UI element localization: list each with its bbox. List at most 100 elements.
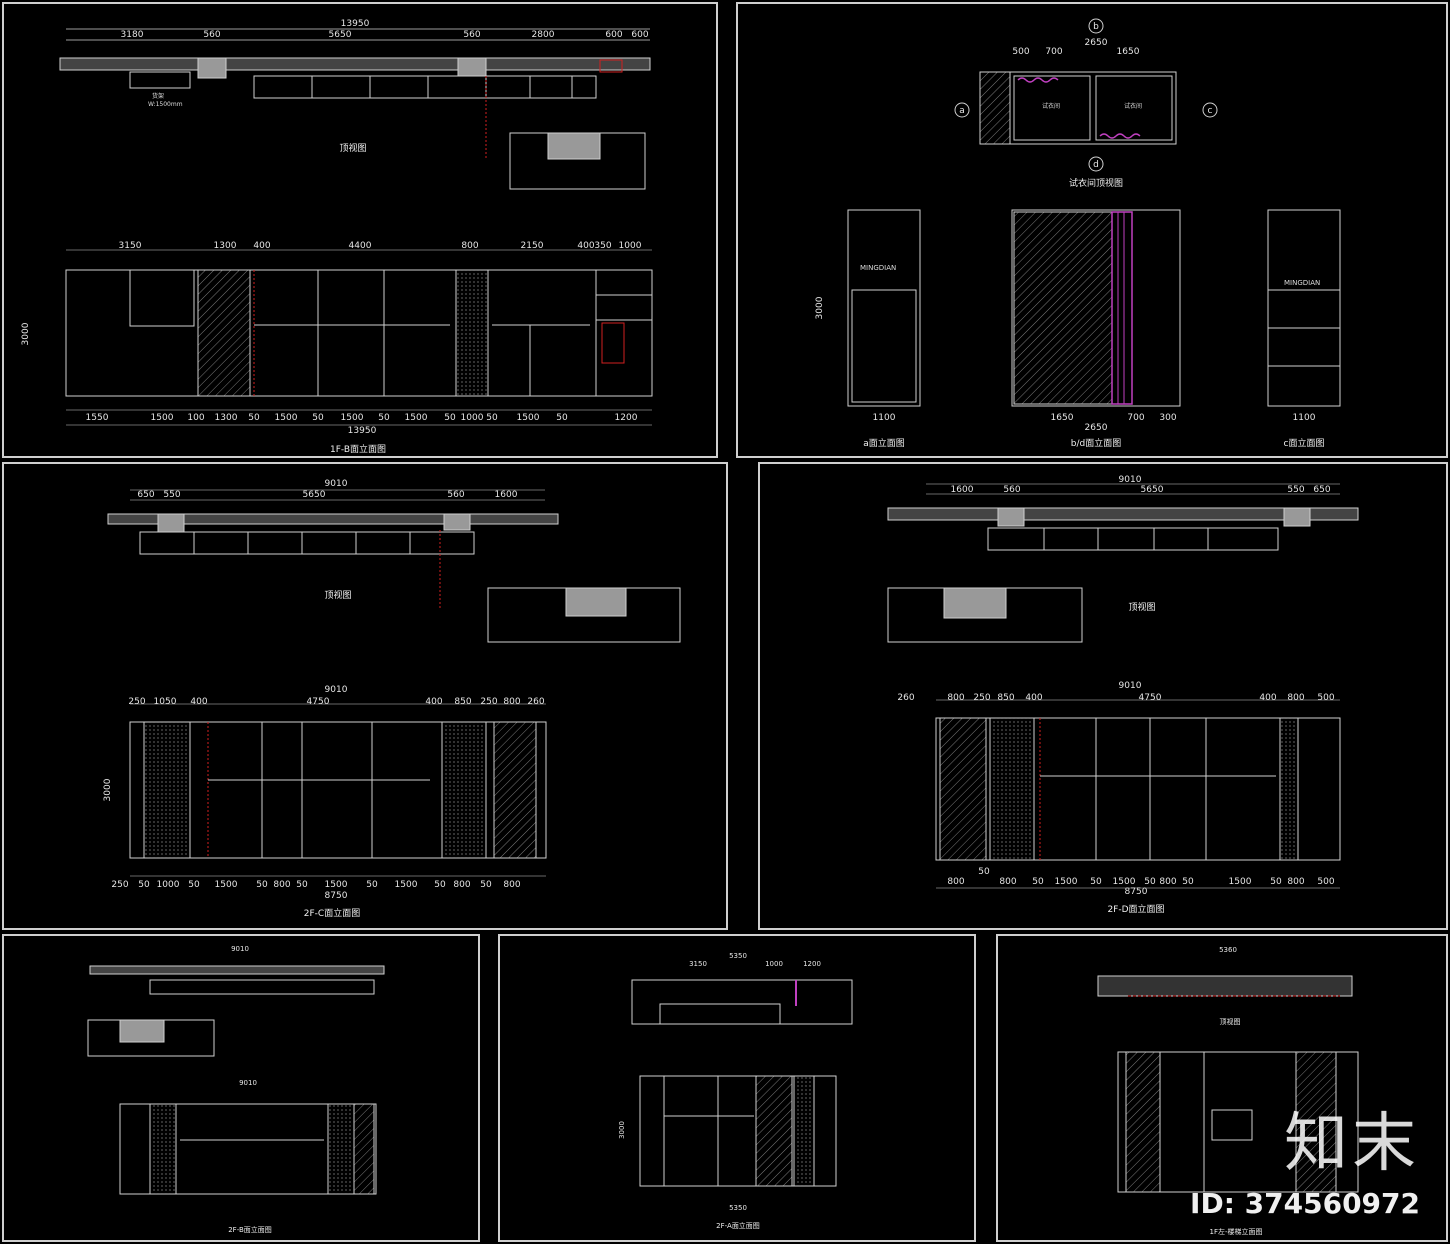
panel-bottom-left [2,934,480,1242]
tl-elev-dim-b: 1500 [341,413,364,423]
ml-elev-dim: 250 [480,697,497,707]
ml-elev-dim-b: 50 [296,880,308,890]
mr-elev-dim-b: 50 [1270,877,1282,887]
tr-marker: c [1208,106,1213,116]
tr-elev-bd-dim: 700 [1127,413,1144,423]
panel-top-right [736,2,1448,458]
mr-plan-dim: 650 [1313,485,1330,495]
tl-elev-dim-b: 50 [248,413,260,423]
br-plan-total: 5360 [1219,946,1237,954]
br-drawing [1097,975,1359,1193]
mr-plan-dim: 560 [1003,485,1020,495]
tr-marker: a [959,106,965,116]
tr-elev-bd-dim: 300 [1159,413,1176,423]
tl-plan-dim: 600 [605,30,622,40]
panel-mid-right [758,462,1448,930]
tr-elev-bd-total: 2650 [1085,423,1108,433]
tl-plan-sub: 货架 [152,92,164,100]
tl-elev-dim: 1300 [214,241,237,251]
ml-elev-dim-b: 250 [111,880,128,890]
ml-elev-dim-b: 800 [453,880,470,890]
bm-plan-total: 5350 [729,952,747,960]
watermark-id: ID: 374560972 [1190,1187,1420,1220]
tr-plan-caption: 试衣间顶视图 [1069,177,1123,189]
mr-elev-dim-b: 1500 [1055,877,1078,887]
ml-elev-height: 3000 [103,778,113,801]
tr-elev-labels: MINGDIAN MINGDIAN 1100 3000 a面立面图 1650 7… [815,264,1324,449]
ml-elev-dim: 800 [503,697,520,707]
tr-marker: b [1093,22,1099,32]
tl-elev-caption: 1F-B面立面图 [330,443,386,455]
tl-elev-dim-b: 100 [187,413,204,423]
tr-elev-a-caption: a面立面图 [863,437,905,449]
tl-elev-dim-b: 50 [444,413,456,423]
tl-elev-dim-b: 1000 [461,413,484,423]
bm-elev-height: 3000 [618,1121,626,1139]
mr-elev-dim: 800 [947,693,964,703]
tl-elev-dim: 400 [253,241,270,251]
mr-elev-dim: 500 [1317,693,1334,703]
tl-plan-dim: 5650 [329,30,352,40]
tl-elev-height: 3000 [21,322,31,345]
ml-elev-dim: 4750 [307,697,330,707]
tl-elev-dim: 1000 [619,241,642,251]
tl-plan-caption: 顶视图 [339,142,366,154]
tr-plan-labels: 2650 500 700 1650 b d a c 试衣间 试衣间 试衣间顶视图 [959,22,1212,189]
ml-plan-dim: 550 [163,490,180,500]
ml-elev-dim-b: 50 [188,880,200,890]
bm-plan-dim: 3150 [689,960,707,968]
bl-labels: 9010 9010 2F-B面立面图 [228,945,272,1234]
mr-elev-dim: 250 [973,693,990,703]
tl-plan-dim: 600 [631,30,648,40]
mr-elev-caption: 2F-D面立面图 [1107,903,1164,915]
mr-elev-dim: 400 [1259,693,1276,703]
panel-bottom-mid [498,934,976,1242]
mr-plan-dim: 1600 [951,485,974,495]
mr-elev-dim-b: 800 [1287,877,1304,887]
tl-elev-dim-b: 1200 [615,413,638,423]
tr-elev-c-width: 1100 [1293,413,1316,423]
tl-elev-dim-b: 1500 [517,413,540,423]
tr-elevations [847,209,1341,407]
mr-elev-dim: 4750 [1139,693,1162,703]
mr-elev-dim-b: 50 [978,867,990,877]
mr-elev-dim-b: 800 [947,877,964,887]
mr-elev-dim-b: 500 [1317,877,1334,887]
tl-elevation [65,249,653,426]
tr-marker: d [1093,160,1099,170]
mr-elev-dim-b: 50 [1032,877,1044,887]
ml-plan-dim: 5650 [303,490,326,500]
tl-elev-dim: 4400 [349,241,372,251]
bl-elev-caption: 2F-B面立面图 [228,1225,272,1234]
br-plan-caption: 顶视图 [1220,1017,1241,1026]
ml-elev-dim: 250 [128,697,145,707]
ml-elev-dim-b: 50 [138,880,150,890]
mr-elev-dim-b: 800 [1159,877,1176,887]
mr-elev-dim-b: 50 [1182,877,1194,887]
tl-elev-dim-b: 1500 [405,413,428,423]
tr-plan-total: 2650 [1085,38,1108,48]
ml-elev-dim-b: 50 [480,880,492,890]
mr-plan-dim: 550 [1287,485,1304,495]
ml-plan-dim: 1600 [495,490,518,500]
ml-elev-total-b: 8750 [325,891,348,901]
tl-elev-dim-b: 50 [378,413,390,423]
mr-plan-dim: 5650 [1141,485,1164,495]
mr-plan-total: 9010 [1119,475,1142,485]
mr-elev-dim-b: 50 [1090,877,1102,887]
tl-elev-dim: 800 [461,241,478,251]
ml-elev-dim-b: 1500 [215,880,238,890]
watermark-logo: 知末 [1284,1107,1420,1181]
mr-elevation [935,699,1341,889]
tl-elev-dim: 2150 [521,241,544,251]
tr-plan-dim: 500 [1012,47,1029,57]
tl-plan-dim: 560 [463,30,480,40]
tr-plan-dim: 700 [1045,47,1062,57]
ml-elev-dim-b: 50 [256,880,268,890]
ml-elev-dim-b: 800 [273,880,290,890]
ml-elev-dim-b: 1500 [395,880,418,890]
bl-plan-total: 9010 [231,945,249,953]
ml-elev-dim-b: 1500 [325,880,348,890]
bm-plan-dim: 1200 [803,960,821,968]
ml-plan-dim: 650 [137,490,154,500]
